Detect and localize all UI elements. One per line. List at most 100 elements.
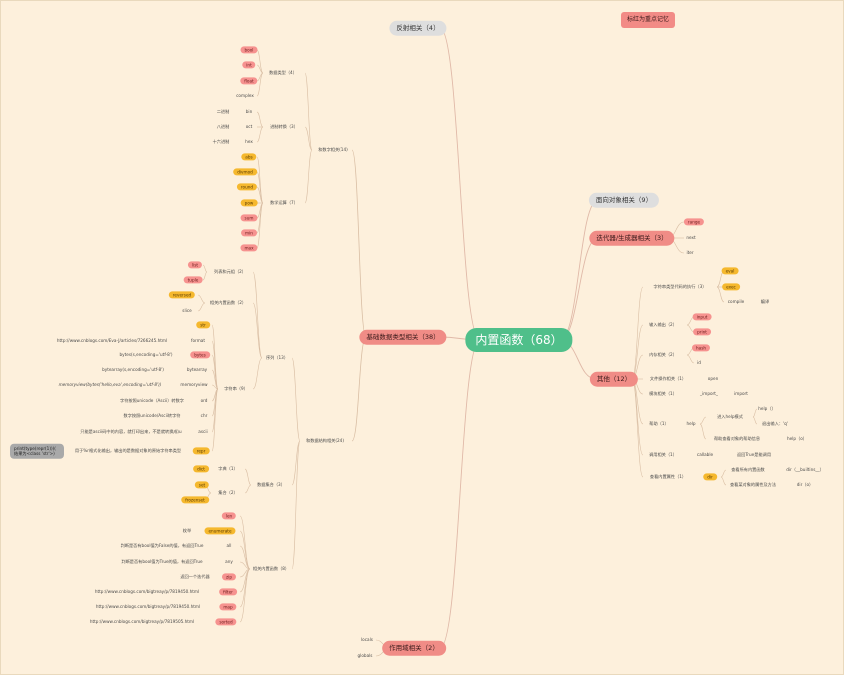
ds-str-item[interactable]: str	[196, 321, 210, 329]
connector	[202, 271, 208, 281]
ds-str-item[interactable]: chr	[200, 412, 208, 418]
iter-item[interactable]: iter	[686, 249, 694, 255]
connector	[559, 237, 599, 341]
ds-list-item[interactable]: tuple	[183, 276, 203, 284]
scope-item[interactable]: globals	[357, 652, 373, 658]
numbers-types[interactable]: 数据类型（4）	[269, 69, 297, 75]
other-callable-group[interactable]: 调用相关（1）	[649, 451, 677, 457]
numbers-math-item[interactable]: abs	[241, 153, 257, 161]
ds-set[interactable]: 集合（2）	[218, 489, 238, 495]
ds-set-item[interactable]: frozenset	[181, 496, 209, 504]
ds-builtin-item[interactable]: filter	[219, 588, 237, 596]
ds-dict[interactable]: 字典（1）	[218, 465, 238, 471]
connector	[211, 384, 219, 390]
ds-list-item[interactable]: list	[187, 261, 203, 269]
numbers-conv-item[interactable]: bin	[245, 108, 253, 114]
numbers-math-item[interactable]: max	[240, 244, 258, 252]
connector	[256, 126, 264, 143]
other-print[interactable]: print	[693, 328, 711, 336]
connector	[699, 423, 707, 440]
branch-reflect[interactable]: 反射相关（4）	[389, 20, 447, 36]
other-dir[interactable]: dir	[703, 473, 717, 481]
numbers-type-item[interactable]: float	[240, 77, 258, 85]
numbers-math-item[interactable]: min	[241, 229, 257, 237]
numbers-group[interactable]: 和数字相关(14)	[318, 146, 348, 152]
connector	[304, 149, 313, 204]
numbers-type-item[interactable]: int	[242, 61, 256, 69]
other-memory[interactable]: 内存相关（2）	[649, 351, 677, 357]
numbers-math-item[interactable]: pow	[240, 199, 258, 207]
ds-builtin-item[interactable]: len	[221, 512, 237, 520]
other-module[interactable]: 模块相关（1）	[649, 390, 677, 396]
branch-basic[interactable]: 基础数据类型相关（38）	[359, 329, 447, 345]
connector	[202, 264, 208, 273]
ds-str-item[interactable]: ascii	[198, 428, 208, 434]
ds-builtin-item[interactable]: zip	[221, 573, 237, 581]
other-io[interactable]: 输入输出（2）	[649, 321, 677, 327]
other-open[interactable]: open	[707, 375, 719, 381]
connector	[686, 354, 695, 364]
branch-scope[interactable]: 作用域相关（2）	[382, 640, 446, 656]
numbers-math[interactable]: 数学运算（7）	[270, 199, 298, 205]
ds-str-item[interactable]: ord	[200, 397, 208, 403]
other-hash[interactable]: hash	[691, 344, 711, 352]
ds-str-item[interactable]: bytearray	[186, 366, 208, 372]
ds-str-item[interactable]: memoryview	[180, 381, 208, 387]
ds-builtin-item[interactable]: sorted	[215, 618, 237, 626]
other-callable-note: 返回True是能调用	[736, 451, 772, 457]
other-import[interactable]: _import_	[699, 390, 719, 396]
other-compile[interactable]: compile	[727, 298, 745, 304]
root-node[interactable]: 内置函数（68）	[465, 328, 573, 352]
iter-item[interactable]: next	[686, 234, 696, 240]
connector	[720, 476, 727, 486]
ds-related[interactable]: 相关内置函数（2）	[209, 299, 247, 305]
other-builtin-attr[interactable]: 查看内置属性（1）	[649, 473, 687, 479]
ds-lists[interactable]: 列表和元组（2）	[214, 268, 246, 274]
ds-str-item[interactable]: bytes	[190, 351, 210, 359]
other-help-call: help（）	[758, 405, 776, 411]
numbers-conv-item[interactable]: hex	[245, 138, 253, 144]
connector	[559, 199, 599, 341]
ds-builtin-item[interactable]: map	[219, 603, 237, 611]
branch-other[interactable]: 其他（12）	[589, 371, 639, 387]
ds-builtin-item[interactable]: all	[226, 542, 232, 548]
iter-item[interactable]: range	[683, 218, 705, 226]
connector	[699, 416, 707, 425]
scope-item[interactable]: locals	[361, 636, 373, 642]
numbers-type-item[interactable]: bool	[240, 46, 258, 54]
ds-set-item[interactable]: set	[194, 481, 210, 489]
other-eval[interactable]: eval	[721, 267, 739, 275]
numbers-math-item[interactable]: round	[236, 183, 258, 191]
ds-related-item[interactable]: slice	[182, 307, 192, 313]
branch-iter[interactable]: 迭代器/生成器相关（3）	[589, 230, 675, 246]
ds-builtin-item[interactable]: any	[225, 558, 233, 564]
ds-seq[interactable]: 序列（13）	[265, 354, 289, 360]
ds-str-item[interactable]: repr	[192, 447, 210, 455]
other-help-group[interactable]: 帮助（1）	[649, 420, 669, 426]
branch-oop[interactable]: 面向对象相关（9）	[588, 192, 660, 208]
ds-str[interactable]: 字符串（9）	[224, 385, 248, 391]
other-callable[interactable]: callable	[696, 451, 714, 457]
other-exec[interactable]: exec	[722, 283, 740, 291]
other-input[interactable]: input	[692, 313, 712, 321]
ds-builtin-note: http://www.cnblogs.com/bigtreay/p/781950…	[89, 618, 195, 624]
numbers-conv-item[interactable]: oct	[245, 123, 253, 129]
other-file[interactable]: 文件操作相关（1）	[649, 375, 687, 381]
other-id[interactable]: id	[697, 359, 701, 365]
numbers-conv[interactable]: 进制转换（3）	[270, 123, 298, 129]
ds-dict-item[interactable]: dict	[193, 465, 209, 473]
ds-builtin-item[interactable]: enumerate	[204, 527, 236, 535]
ds-related-item[interactable]: reversed	[168, 291, 196, 299]
connector	[351, 336, 367, 442]
other-string-exec[interactable]: 字符串类型代码的执行（3）	[653, 283, 707, 289]
ds-builtin-note: 返回一个迭代器	[180, 573, 210, 579]
connector	[211, 369, 219, 390]
ds-group[interactable]: 和数据结构相关(24)	[306, 437, 344, 443]
ds-sets[interactable]: 数据集合（3）	[257, 481, 285, 487]
numbers-math-item[interactable]: sum	[240, 214, 258, 222]
ds-builtins[interactable]: 相关内置函数（8）	[252, 565, 290, 571]
numbers-math-item[interactable]: divmod	[233, 168, 257, 176]
other-help[interactable]: help	[686, 420, 696, 426]
numbers-type-item[interactable]: complex	[236, 92, 254, 98]
ds-str-item[interactable]: format	[191, 337, 205, 343]
